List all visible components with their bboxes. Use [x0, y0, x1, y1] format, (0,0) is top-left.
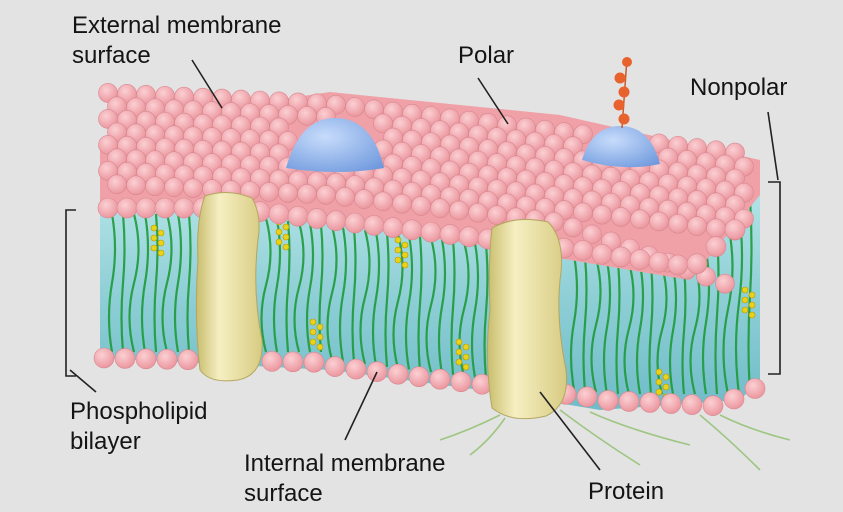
phospholipid-head	[421, 222, 441, 242]
phospholipid-head	[94, 348, 114, 368]
internal-surface-label-line2: surface	[244, 480, 323, 507]
transmembrane-protein-left	[196, 192, 262, 380]
phospholipid-head	[383, 218, 403, 238]
internal-surface-label: Internal membrane	[244, 450, 445, 477]
phospholipid-head	[388, 364, 408, 384]
phospholipid-head	[649, 252, 669, 272]
phospholipid-head	[564, 218, 583, 237]
phospholipid-head	[108, 175, 127, 194]
phospholipid-head	[326, 211, 346, 231]
phospholipid-head	[687, 254, 707, 274]
phospholipid-head	[165, 178, 184, 197]
phospholipid-head	[669, 214, 688, 233]
external-surface-label-line2: surface	[72, 42, 151, 69]
phospholipid-head	[115, 348, 135, 368]
phospholipid-head	[127, 176, 146, 195]
phospholipid-head	[174, 198, 194, 218]
phospholipid-head	[668, 255, 688, 275]
phospholipid-head	[269, 204, 289, 224]
phospholipid-head	[364, 215, 384, 235]
phospholipid-head	[157, 349, 177, 369]
phospholipid-head	[155, 198, 175, 218]
phospholipid-head	[307, 208, 327, 228]
phospholipid-head	[146, 177, 165, 196]
phospholipid-head	[706, 237, 726, 257]
phospholipid-head	[440, 224, 460, 244]
phospholipid-head	[450, 201, 469, 220]
phospholipid-head	[279, 183, 298, 202]
phospholipid-bilayer-label-line2: bilayer	[70, 428, 141, 455]
phospholipid-head	[650, 212, 669, 231]
phospholipid-head	[716, 274, 735, 293]
phospholipid-head	[724, 389, 744, 409]
carbohydrate-chain	[614, 57, 633, 128]
phospholipid-head	[283, 352, 303, 372]
phospholipid-head	[430, 369, 450, 389]
phospholipid-head	[631, 210, 650, 229]
phospholipid-head	[630, 250, 650, 270]
phospholipid-head	[661, 394, 681, 414]
protein-strands	[440, 410, 790, 470]
phospholipid-head	[304, 352, 324, 372]
protein-label: Protein	[588, 478, 664, 505]
phospholipid-head	[469, 203, 488, 222]
phospholipid-head	[592, 244, 612, 264]
phospholipid-head	[707, 219, 726, 238]
phospholipid-head	[346, 359, 366, 379]
phospholipid-head	[409, 367, 429, 387]
phospholipid-head	[431, 199, 450, 218]
polar-label: Polar	[458, 42, 514, 69]
phospholipid-head	[298, 184, 317, 203]
phospholipid-head	[682, 395, 702, 415]
nonpolar-label: Nonpolar	[690, 74, 787, 101]
phospholipid-head	[298, 106, 317, 125]
phospholipid-head	[459, 227, 479, 247]
transmembrane-protein-right	[487, 220, 566, 419]
phospholipid-head	[488, 206, 507, 225]
phospholipid-head	[136, 349, 156, 369]
phospholipid-head	[262, 351, 282, 371]
phospholipid-head	[355, 190, 374, 209]
phospholipid-head	[374, 192, 393, 211]
phospholipid-head	[345, 213, 365, 233]
phospholipid-head	[688, 217, 707, 236]
phospholipid-head	[611, 247, 631, 267]
phospholipid-head	[393, 194, 412, 213]
phospholipid-head	[117, 198, 137, 218]
phospholipid-head	[619, 391, 639, 411]
phospholipid-head	[98, 198, 118, 218]
phospholipid-head	[288, 206, 308, 226]
phospholipid-head	[577, 387, 597, 407]
phospholipid-head	[612, 207, 631, 226]
phospholipid-head	[136, 198, 156, 218]
phospholipid-head	[412, 196, 431, 215]
phospholipid-head	[640, 393, 660, 413]
phospholipid-head	[598, 390, 618, 410]
phospholipid-head	[367, 362, 387, 382]
phospholipid-head	[725, 220, 745, 240]
phospholipid-head	[745, 379, 765, 399]
phospholipid-head	[573, 240, 593, 260]
phospholipid-head	[336, 187, 355, 206]
phospholipid-head	[317, 185, 336, 204]
phospholipid-bilayer-label: Phospholipid	[70, 398, 207, 425]
phospholipid-head	[346, 98, 365, 117]
external-surface-label: External membrane	[72, 12, 281, 39]
phospholipid-head	[260, 182, 279, 201]
phospholipid-head	[402, 220, 422, 240]
phospholipid-head	[593, 205, 612, 224]
phospholipid-head	[178, 350, 198, 370]
phospholipid-head	[325, 357, 345, 377]
phospholipid-head	[703, 396, 723, 416]
phospholipid-head	[184, 179, 203, 198]
phospholipid-head	[451, 372, 471, 392]
